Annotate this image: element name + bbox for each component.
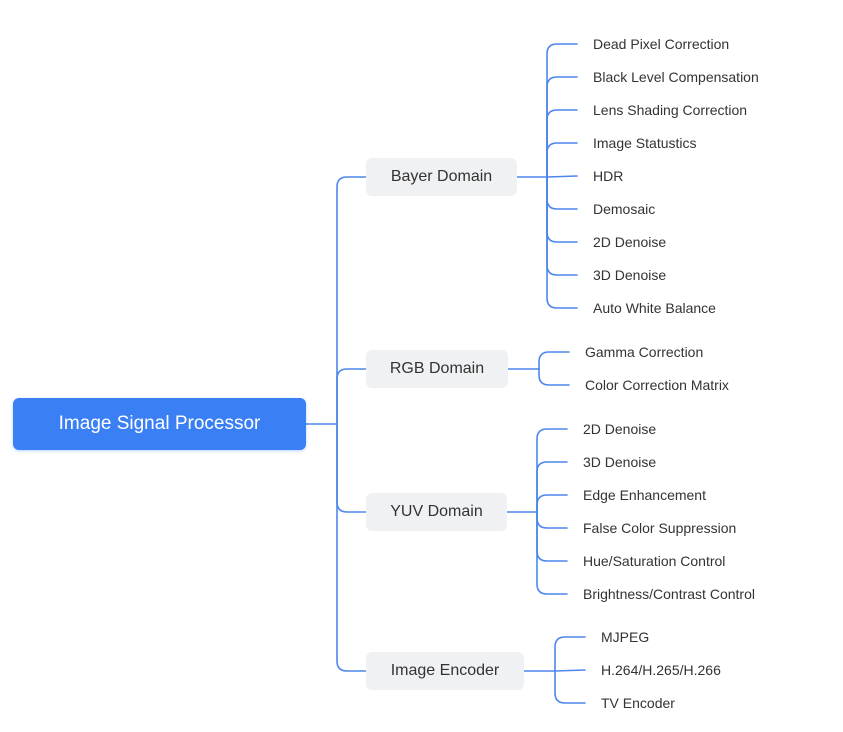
branch-node-bayer-domain[interactable]: Bayer Domain: [366, 158, 517, 196]
connector-line: [554, 636, 586, 672]
branch-node-image-encoder[interactable]: Image Encoder: [366, 652, 524, 690]
root-node-label: Image Signal Processor: [58, 413, 261, 434]
leaf-node-brightness-contrast-control[interactable]: Brightness/Contrast Control: [583, 586, 755, 602]
leaf-node-3d-denoise[interactable]: 3D Denoise: [593, 267, 667, 283]
connector-line: [536, 511, 568, 529]
branch-node-label: YUV Domain: [390, 503, 483, 520]
leaf-node-image-statustics[interactable]: Image Statustics: [593, 135, 697, 151]
connector-line: [538, 368, 570, 386]
leaf-node-hdr[interactable]: HDR: [593, 168, 624, 184]
connector-line: [546, 176, 578, 276]
connector-line: [536, 428, 568, 513]
leaf-node-auto-white-balance[interactable]: Auto White Balance: [593, 300, 716, 316]
leaf-node-2d-denoise[interactable]: 2D Denoise: [593, 234, 667, 250]
branch-node-rgb-domain[interactable]: RGB Domain: [366, 350, 508, 388]
connector-line: [536, 511, 568, 562]
branch-node-yuv-domain[interactable]: YUV Domain: [366, 493, 507, 531]
leaf-node-2d-denoise[interactable]: 2D Denoise: [583, 421, 657, 437]
leaf-node-3d-denoise[interactable]: 3D Denoise: [583, 454, 657, 470]
connector-line: [336, 368, 367, 425]
leaf-node-black-level-compensation[interactable]: Black Level Compensation: [593, 69, 759, 85]
leaf-node-edge-enhancement[interactable]: Edge Enhancement: [583, 487, 706, 503]
connector-line: [336, 176, 367, 425]
connector-line: [536, 511, 568, 595]
connector-line: [554, 670, 586, 704]
leaf-node-h-264-h-265-h-266[interactable]: H.264/H.265/H.266: [601, 662, 721, 678]
connector-line: [546, 176, 578, 309]
leaf-node-color-correction-matrix[interactable]: Color Correction Matrix: [585, 377, 729, 393]
leaf-node-gamma-correction[interactable]: Gamma Correction: [585, 344, 704, 360]
connector-line: [546, 142, 578, 178]
leaf-node-dead-pixel-correction[interactable]: Dead Pixel Correction: [593, 36, 730, 52]
connector-line: [538, 351, 570, 370]
connector-line: [554, 669, 586, 672]
leaf-node-tv-encoder[interactable]: TV Encoder: [601, 695, 675, 711]
leaf-node-mjpeg[interactable]: MJPEG: [601, 629, 650, 645]
connector-line: [536, 461, 568, 513]
branch-node-label: RGB Domain: [389, 360, 485, 377]
leaf-node-false-color-suppression[interactable]: False Color Suppression: [583, 520, 737, 536]
root-node[interactable]: Image Signal Processor: [13, 398, 306, 450]
connector-line: [546, 43, 578, 178]
leaf-node-lens-shading-correction[interactable]: Lens Shading Correction: [593, 102, 748, 118]
connector-line: [336, 423, 367, 513]
connector-line: [546, 176, 578, 210]
leaf-node-hue-saturation-control[interactable]: Hue/Saturation Control: [583, 553, 726, 569]
connector-line: [336, 423, 367, 672]
connector-line: [546, 175, 578, 178]
connector-line: [546, 76, 578, 178]
leaf-node-demosaic[interactable]: Demosaic: [593, 201, 656, 217]
branch-node-label: Bayer Domain: [390, 168, 493, 185]
connector-line: [536, 494, 568, 513]
branch-node-label: Image Encoder: [390, 662, 500, 679]
connector-line: [546, 109, 578, 178]
